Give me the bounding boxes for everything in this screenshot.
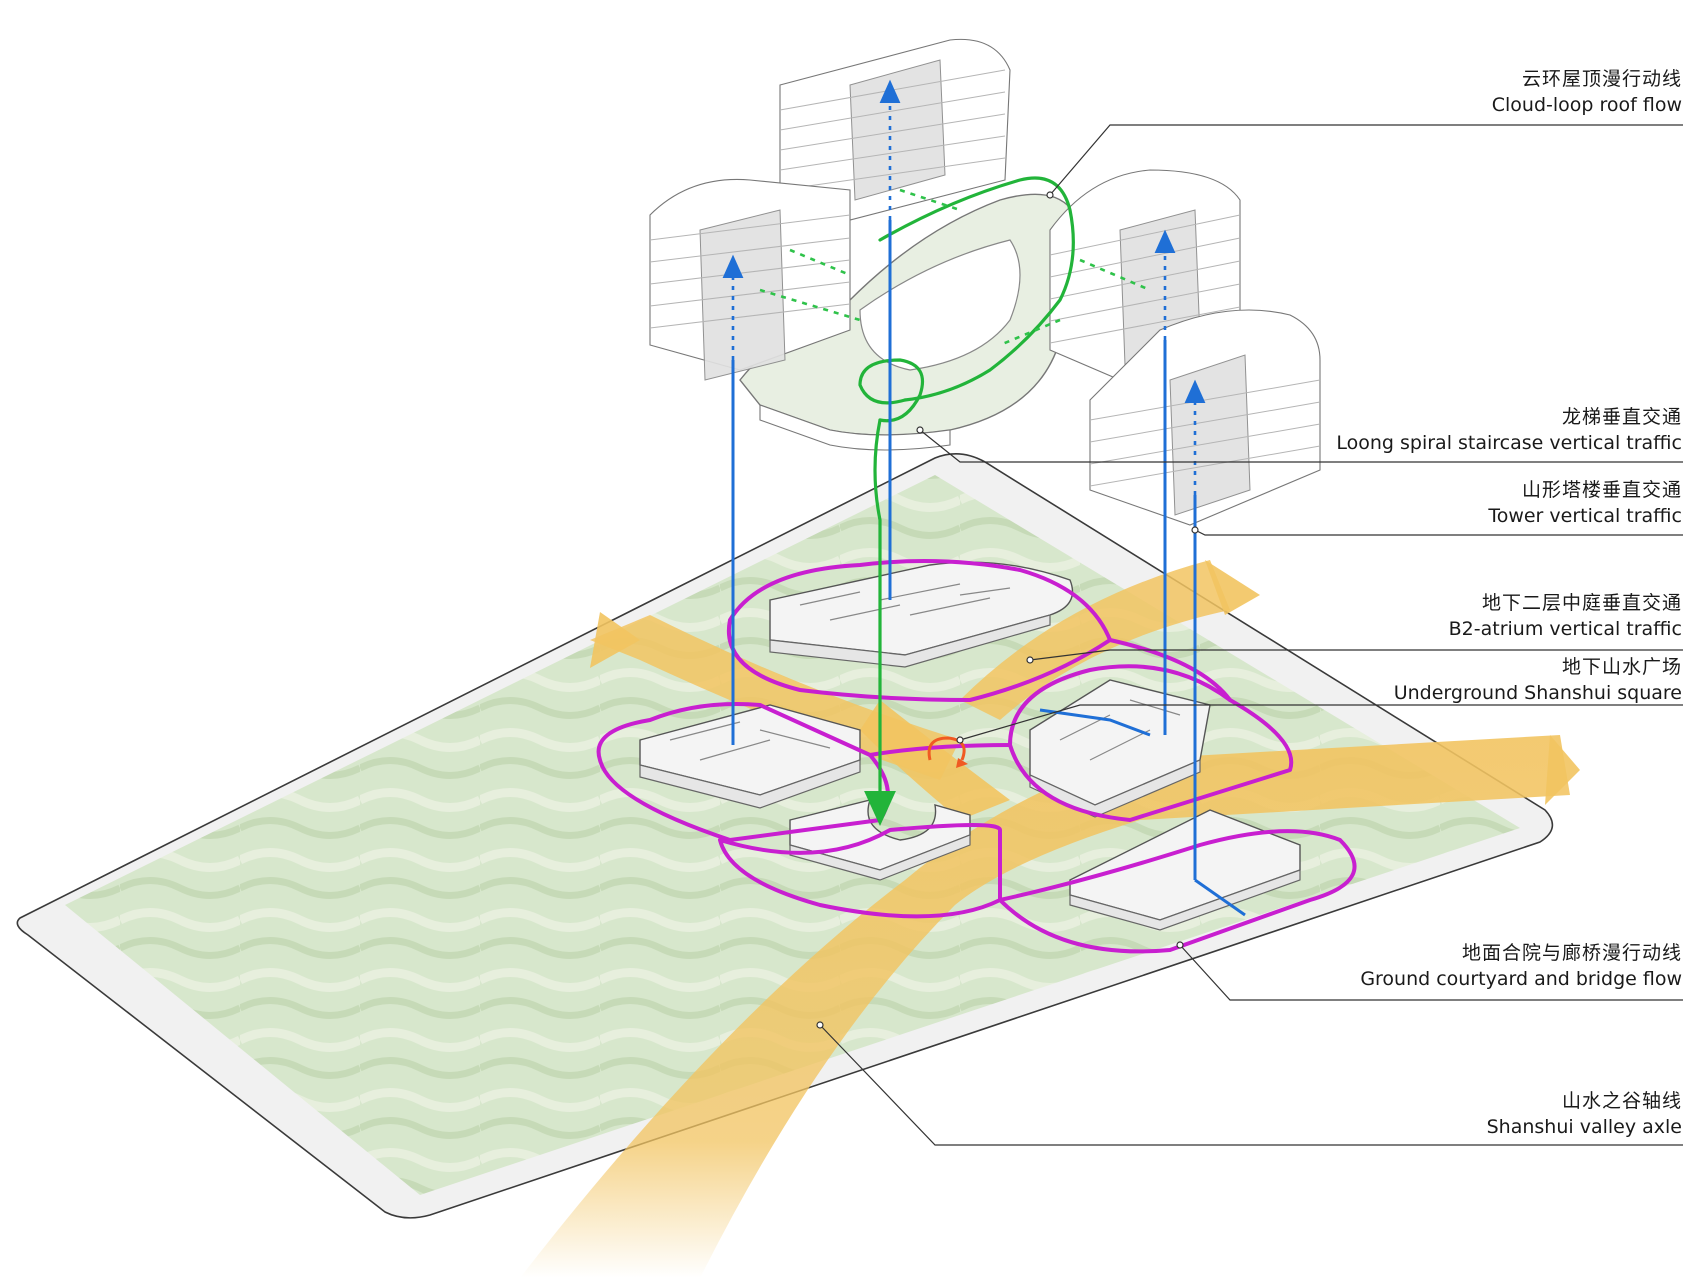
label-tower-vertical-traffic: 山形塔楼垂直交通 Tower vertical traffic: [1488, 477, 1682, 529]
roof-flow: [759, 176, 1151, 826]
leader-lines: [816, 124, 1683, 1146]
tower-north: [779, 38, 1011, 221]
label-loong-staircase: 龙梯垂直交通 Loong spiral staircase vertical t…: [1336, 404, 1682, 456]
ground-building-north: [769, 561, 1074, 668]
label-en: Ground courtyard and bridge flow: [1360, 968, 1682, 990]
label-cn: 地面合院与廊桥漫行动线: [1461, 942, 1682, 964]
label-cn: 地下山水广场: [1561, 656, 1682, 678]
rotation-arrow: [927, 736, 966, 761]
label-en: Loong spiral staircase vertical traffic: [1336, 432, 1682, 454]
label-cn: 龙梯垂直交通: [1561, 406, 1682, 428]
label-b2-atrium: 地下二层中庭垂直交通 B2-atrium vertical traffic: [1449, 590, 1682, 642]
label-cn: 山形塔楼垂直交通: [1521, 479, 1682, 501]
label-en: Cloud-loop roof flow: [1491, 94, 1682, 116]
label-en: Shanshui valley axle: [1486, 1116, 1682, 1138]
cloud-loop-deck: [739, 193, 1081, 451]
ground-building-south: [1069, 809, 1301, 931]
label-valley-axle: 山水之谷轴线 Shanshui valley axle: [1487, 1088, 1682, 1140]
label-cn: 地下二层中庭垂直交通: [1481, 592, 1682, 614]
label-ground-courtyard-flow: 地面合院与廊桥漫行动线 Ground courtyard and bridge …: [1360, 940, 1682, 992]
label-en: Underground Shanshui square: [1393, 682, 1682, 704]
label-cn: 山水之谷轴线: [1561, 1090, 1682, 1112]
label-en: Tower vertical traffic: [1488, 505, 1682, 527]
label-underground-square: 地下山水广场 Underground Shanshui square: [1394, 654, 1682, 706]
valley-axis: [520, 560, 1580, 1278]
label-cloud-loop-roof-flow: 云环屋顶漫行动线 Cloud-loop roof flow: [1492, 66, 1682, 118]
tower-west: [649, 178, 851, 381]
label-cn: 云环屋顶漫行动线: [1521, 68, 1682, 90]
label-en: B2-atrium vertical traffic: [1448, 618, 1682, 640]
ground-courtyard-flow: [596, 559, 1357, 954]
vertical-traffic: [722, 79, 1246, 917]
